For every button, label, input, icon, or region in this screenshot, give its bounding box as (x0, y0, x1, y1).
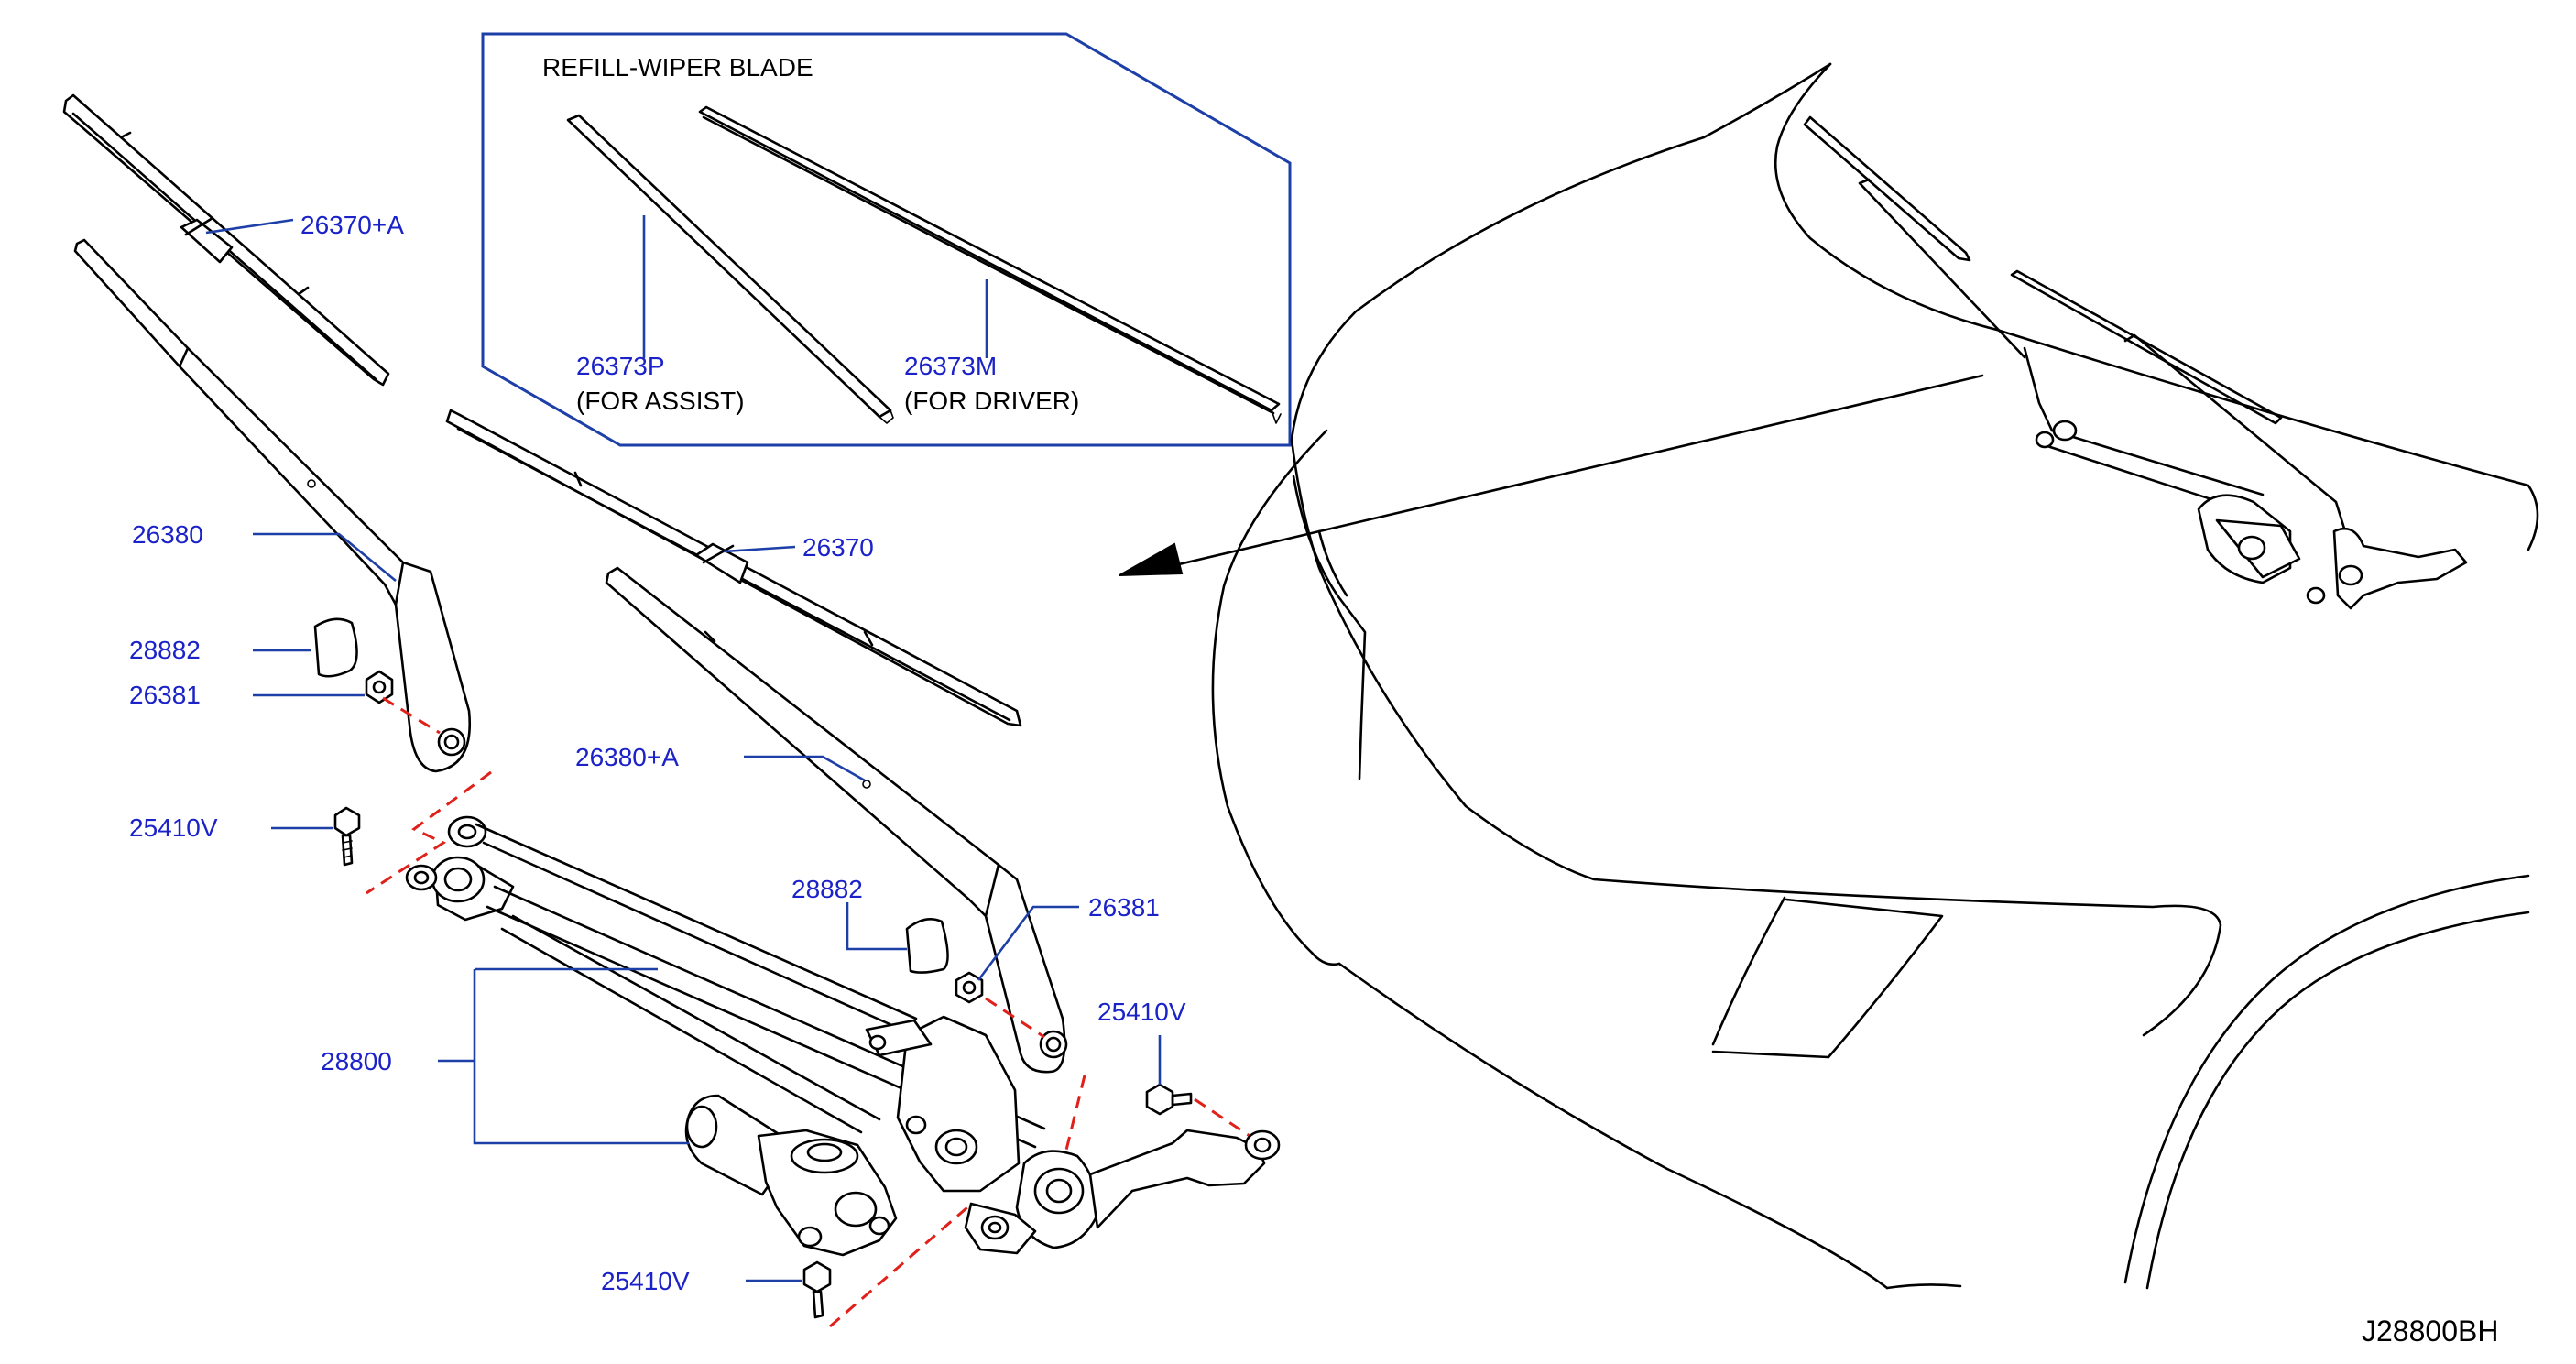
leader-26370A (205, 218, 294, 235)
wiper-arm-driver (605, 566, 1068, 1074)
label-26380: 26380 (132, 520, 203, 549)
leader-26381-right (977, 905, 1079, 981)
label-26373M-note: (FOR DRIVER) (904, 387, 1079, 415)
wiper-arm-assist (73, 238, 472, 773)
label-25410V-bottom: 25410V (601, 1267, 690, 1295)
wiper-blade-assist (62, 93, 390, 387)
leader-28882-right (846, 902, 907, 951)
inset-border (481, 32, 1292, 447)
leader-28800 (473, 967, 689, 1145)
wiper-linkage-motor (405, 815, 1281, 1257)
label-26370: 26370 (802, 533, 874, 562)
label-28882-right: 28882 (791, 875, 863, 903)
bolt-25410V-right (1145, 1083, 1193, 1116)
label-25410V-right: 25410V (1097, 998, 1186, 1026)
cap-28882-left (313, 617, 358, 678)
leader-26380 (253, 532, 397, 583)
label-26381-right: 26381 (1088, 893, 1160, 922)
refill-strip-assist (566, 114, 894, 424)
label-28882-left: 28882 (129, 636, 201, 664)
fastener-path-right-nut (985, 997, 1045, 1039)
inset-title: REFILL-WIPER BLADE (542, 53, 813, 82)
fastener-path-left-pivot (366, 770, 492, 895)
label-26381-left: 26381 (129, 681, 201, 709)
leader-26370 (723, 545, 796, 553)
refill-inset: REFILL-WIPER BLADE 26373P (FOR ASSIST) 2… (481, 32, 1292, 447)
wiper-blade-driver (445, 409, 1022, 727)
label-25410V-left: 25410V (129, 813, 218, 842)
bolt-25410V-left (333, 806, 361, 867)
bolt-25410V-bottom (802, 1260, 832, 1319)
label-26373M: 26373M (904, 352, 997, 380)
label-28800: 28800 (321, 1047, 392, 1075)
vehicle-outline (1119, 62, 2539, 1290)
label-26370A: 26370+A (300, 211, 404, 239)
label-26380A: 26380+A (575, 743, 679, 771)
diagram-id: J28800BH (2362, 1315, 2498, 1348)
fastener-path-left-nut (382, 696, 441, 735)
cap-28882-right (905, 918, 949, 974)
refill-strip-driver (698, 105, 1282, 424)
nut-26381-right (955, 971, 984, 1004)
label-26373P-note: (FOR ASSIST) (576, 387, 745, 415)
fastener-path-bottom (829, 1206, 968, 1328)
fastener-path-right-bolt (1194, 1097, 1250, 1138)
leader-26380A (744, 755, 866, 782)
label-26373P: 26373P (576, 352, 665, 380)
nut-26381-left (365, 670, 394, 704)
